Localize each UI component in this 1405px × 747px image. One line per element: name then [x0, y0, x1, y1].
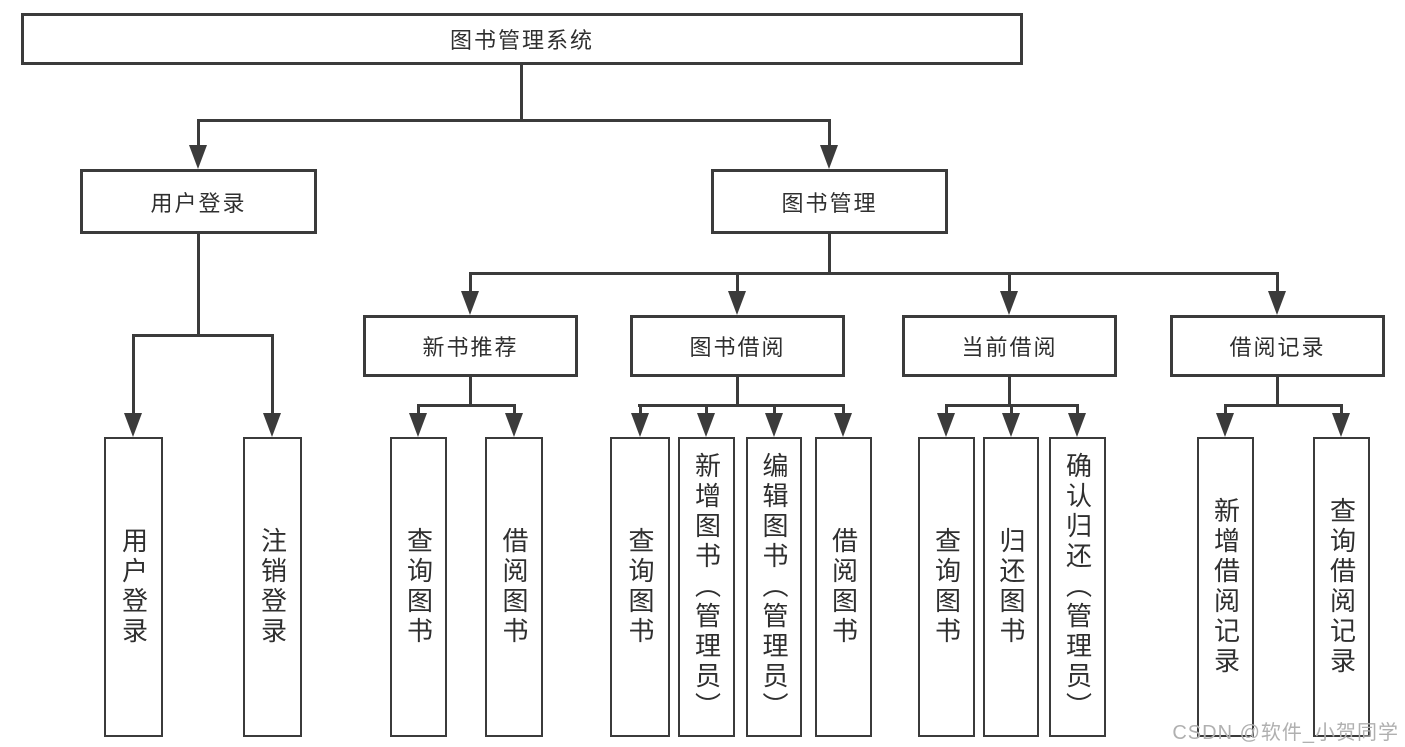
connector-book-borrow-rail: [638, 404, 845, 407]
node-borrow-records-label: 借阅记录: [1229, 335, 1326, 360]
leaf-query-books-borrow: 查询图书: [610, 437, 670, 737]
leaf-add-book-admin: 新增图书（管理员）: [678, 437, 735, 737]
leaf-borrow-books-recommend: 借阅图书: [485, 437, 543, 737]
arrow-down-icon: [1002, 404, 1020, 437]
node-user-login: 用户登录: [80, 169, 317, 234]
connector-borrow-records-stub: [1276, 377, 1279, 404]
leaf-query-books-current: 查询图书: [918, 437, 975, 737]
leaf-query-borrow-record-label: 查询借阅记录: [1326, 497, 1357, 677]
leaf-query-borrow-record: 查询借阅记录: [1313, 437, 1370, 737]
leaf-return-book-label: 归还图书: [996, 527, 1026, 647]
arrow-down-icon: [263, 334, 281, 437]
node-book-management-label: 图书管理: [781, 190, 878, 216]
arrow-down-icon: [631, 404, 649, 437]
arrow-down-icon: [1268, 272, 1286, 315]
arrow-down-icon: [189, 119, 207, 169]
leaf-user-login-label: 用户登录: [118, 527, 149, 647]
arrow-down-icon: [697, 404, 715, 437]
connector-book-management-stub: [828, 234, 831, 272]
csdn-watermark: CSDN @软件_小贺同学: [1172, 722, 1399, 744]
leaf-logout: 注销登录: [243, 437, 302, 737]
leaf-logout-label: 注销登录: [257, 527, 288, 647]
arrow-down-icon: [1216, 404, 1234, 437]
connector-book-borrow-stub: [736, 377, 739, 404]
leaf-query-books-recommend: 查询图书: [390, 437, 447, 737]
node-root: 图书管理系统: [21, 13, 1023, 65]
leaf-edit-book-admin: 编辑图书（管理员）: [746, 437, 802, 737]
leaf-add-borrow-record: 新增借阅记录: [1197, 437, 1254, 737]
leaf-add-book-admin-label: 新增图书（管理员）: [691, 452, 722, 722]
arrow-down-icon: [409, 404, 427, 437]
leaf-return-book: 归还图书: [983, 437, 1039, 737]
node-book-borrow: 图书借阅: [630, 315, 845, 377]
node-book-borrow-label: 图书借阅: [689, 335, 786, 360]
leaf-query-books-borrow-label: 查询图书: [625, 527, 655, 647]
leaf-confirm-return-admin: 确认归还（管理员）: [1049, 437, 1106, 737]
arrow-down-icon: [505, 404, 523, 437]
connector-user-login-rail: [132, 334, 274, 337]
connector-user-login-stub: [197, 234, 200, 334]
connector-new-book-stub: [469, 377, 472, 404]
arrow-down-icon: [937, 404, 955, 437]
leaf-add-borrow-record-label: 新增借阅记录: [1210, 497, 1241, 677]
node-borrow-records: 借阅记录: [1170, 315, 1385, 377]
arrow-down-icon: [1000, 272, 1018, 315]
leaf-edit-book-admin-label: 编辑图书（管理员）: [759, 452, 789, 722]
connector-new-book-rail: [417, 404, 516, 407]
leaf-query-books-recommend-label: 查询图书: [403, 527, 434, 647]
arrow-down-icon: [461, 272, 479, 315]
arrow-down-icon: [765, 404, 783, 437]
arrow-down-icon: [1332, 404, 1350, 437]
connector-level3-rail: [469, 272, 1279, 275]
node-book-management: 图书管理: [711, 169, 948, 234]
connector-level2-rail: [197, 119, 831, 122]
leaf-borrow-books: 借阅图书: [815, 437, 872, 737]
node-root-label: 图书管理系统: [449, 28, 594, 53]
node-new-book-recommend-label: 新书推荐: [422, 335, 519, 360]
leaf-borrow-books-label: 借阅图书: [828, 527, 859, 647]
arrow-down-icon: [820, 119, 838, 169]
arrow-down-icon: [124, 334, 142, 437]
leaf-user-login: 用户登录: [104, 437, 163, 737]
node-current-borrow: 当前借阅: [902, 315, 1117, 377]
leaf-borrow-books-recommend-label: 借阅图书: [499, 527, 529, 647]
node-current-borrow-label: 当前借阅: [961, 335, 1058, 360]
node-user-login-label: 用户登录: [150, 190, 247, 216]
connector-current-borrow-stub: [1008, 377, 1011, 404]
leaf-query-books-current-label: 查询图书: [931, 527, 962, 647]
arrow-down-icon: [1068, 404, 1086, 437]
arrow-down-icon: [834, 404, 852, 437]
leaf-confirm-return-admin-label: 确认归还（管理员）: [1062, 452, 1093, 722]
connector-borrow-records-rail: [1224, 404, 1343, 407]
connector-root-stub: [520, 65, 523, 120]
arrow-down-icon: [728, 272, 746, 315]
node-new-book-recommend: 新书推荐: [363, 315, 578, 377]
